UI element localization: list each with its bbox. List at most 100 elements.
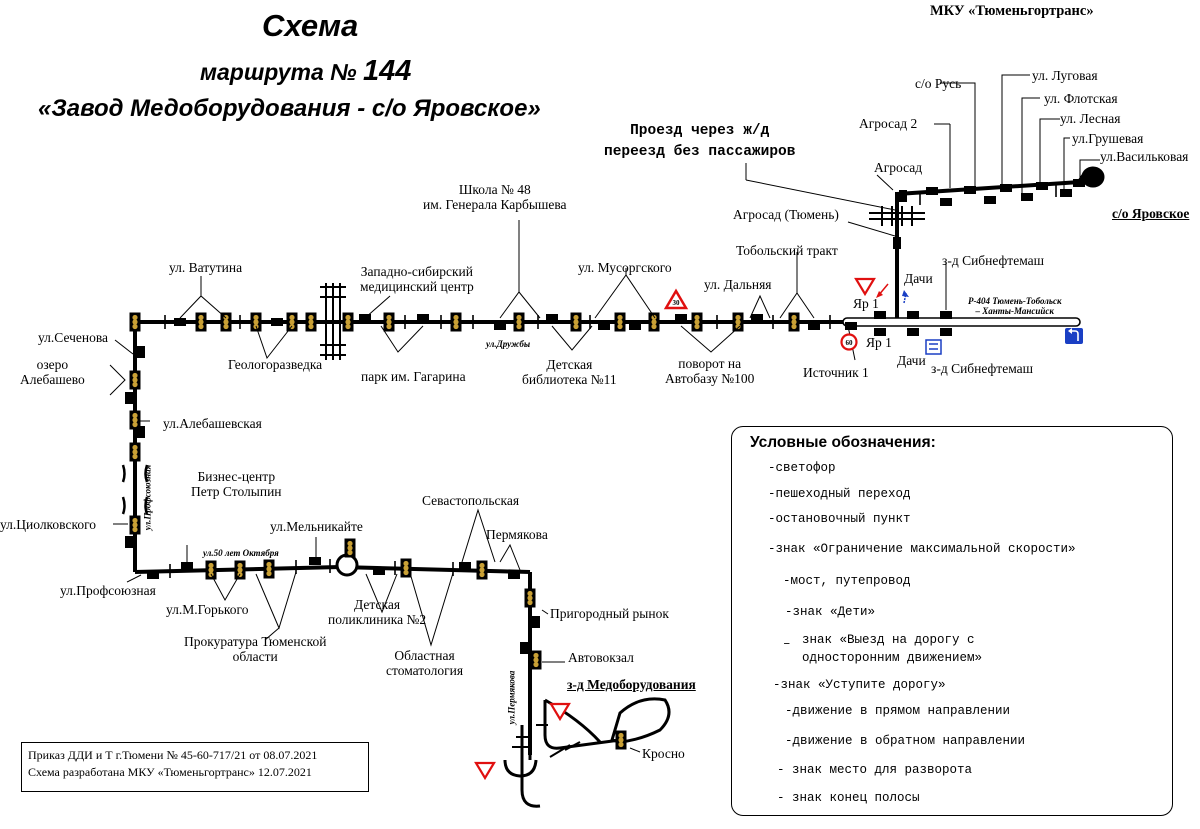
- label-ozero-line2: Алебашево: [20, 372, 85, 387]
- label-prigorodny-rynok: Пригородный рынок: [550, 606, 669, 621]
- legend-children: -знак «Дети»: [785, 605, 876, 619]
- label-profsoyuznaya: ул.Профсоюзная: [60, 583, 156, 598]
- label-agrosad: Агросад: [874, 160, 923, 175]
- label-dalnyaya: ул. Дальняя: [704, 277, 772, 292]
- one-way-exit-sign: [925, 339, 942, 355]
- label-school48-line2: им. Генерала Карбышева: [423, 197, 567, 212]
- title-line3: «Завод Медоборудования - с/о Яровское»: [38, 95, 541, 122]
- order-note: Приказ ДДИ и Т г.Тюмени № 45-60-717/21 о…: [21, 742, 369, 792]
- leader-lines: [109, 74, 1100, 753]
- label-ozero-line1: озеро: [36, 357, 69, 372]
- label-poliklinika: Детская поликлиника №2: [328, 597, 426, 627]
- legend-reverse-direction: -движение в обратном направлении: [785, 734, 1026, 748]
- label-vatutina: ул. Ватутина: [169, 260, 243, 275]
- highway-r404: [842, 317, 1081, 327]
- label-avtobaza-line1: поворот на: [678, 356, 742, 371]
- label-sechenova: ул.Сеченова: [38, 330, 109, 345]
- label-biznes-line1: Бизнес-центр: [197, 469, 276, 484]
- label-school48-line1: Школа № 48: [458, 182, 531, 197]
- label-sevastopolskaya: Севастопольская: [422, 493, 520, 508]
- label-alebashevskaya: ул.Алебашевская: [163, 416, 262, 431]
- yield-sign: [854, 277, 876, 297]
- label-avtovokzal: Автовокзал: [568, 650, 634, 665]
- street-druzhby: ул.Дружбы: [486, 339, 531, 349]
- label-dachi-top: Дачи: [904, 271, 933, 286]
- title-prefix: маршрута №: [200, 59, 363, 85]
- yield-sign-bottom-right: [549, 702, 571, 722]
- railway-note-line1: Проезд через ж/д: [630, 123, 770, 139]
- order-line1: Приказ ДДИ и Т г.Тюмени № 45-60-717/21 о…: [28, 748, 318, 762]
- label-stomatologiya-line2: стоматология: [386, 663, 464, 678]
- label-library-line1: Детская: [546, 357, 593, 372]
- legend-forward-direction: -движение в прямом направлении: [785, 704, 1011, 718]
- label-so-yarovskoe: с/о Яровское: [1112, 206, 1190, 221]
- legend-traffic-light: -светофор: [768, 461, 836, 475]
- yield-sign-bottom-left: [474, 761, 496, 781]
- legend-pedestrian-crossing: -пешеходный переход: [768, 487, 911, 501]
- label-prokuratura-line1: Прокуратура Тюменской: [184, 634, 327, 649]
- order-line2: Схема разработана МКУ «Тюменьгортранс» 1…: [28, 765, 312, 779]
- svg-text:60: 60: [846, 339, 854, 347]
- label-zapsib-line2: медицинский центр: [360, 279, 474, 294]
- label-grushevaya: ул.Грушевая: [1072, 131, 1144, 146]
- label-permyakova: Пермякова: [486, 527, 548, 542]
- label-medoborudovanie: з-д Медоборудования: [567, 677, 696, 692]
- label-gorkogo: ул.М.Горького: [166, 602, 249, 617]
- label-tsiolkovskogo: ул.Циолковского: [0, 517, 97, 532]
- label-musorgskogo: ул. Мусоргского: [578, 260, 672, 275]
- label-avtobaza-line2: Автобазу №100: [665, 371, 755, 386]
- label-agrosad2: Агросад 2: [859, 116, 918, 131]
- label-dachi-bottom: Дачи: [897, 353, 926, 368]
- label-vasilkovaya: ул.Васильковая: [1100, 149, 1189, 164]
- railway-note-line2: переезд без пассажиров: [604, 144, 796, 160]
- label-poliklinika-line1: Детская: [354, 597, 401, 612]
- railway-note: Проезд через ж/д переезд без пассажиров: [604, 121, 795, 163]
- legend-header: Условные обозначения:: [750, 434, 936, 451]
- legend-u-turn: - знак место для разворота: [777, 763, 973, 777]
- route-number: 144: [362, 55, 412, 87]
- label-r404: Р-404 Тюмень-Тобольск – Ханты-Мансийск: [968, 296, 1062, 316]
- label-biznes-center: Бизнес-центр Петр Столыпин: [191, 469, 282, 499]
- label-library-line2: библиотека №11: [522, 372, 617, 387]
- label-sibneftemash-top: з-д Сибнефтемаш: [942, 253, 1045, 268]
- label-istochnik: Источник 1: [803, 365, 869, 380]
- railway-grid: [320, 283, 346, 360]
- label-ozero: озеро Алебашево: [20, 357, 85, 387]
- label-so-rus: с/о Русь: [915, 76, 962, 91]
- speed-limit-sign: 60: [840, 333, 858, 351]
- label-flotskaya: ул. Флотская: [1044, 91, 1118, 106]
- title-line2: маршрута № 144: [200, 55, 411, 88]
- label-r404-line2: – Ханты-Мансийск: [975, 306, 1054, 316]
- label-library: Детская библиотека №11: [522, 357, 617, 387]
- legend-lane-end: - знак конец полосы: [777, 791, 920, 805]
- street-profsoyuznaya-vertical: ул.Профсоюзная: [142, 464, 153, 531]
- label-krosno: Кросно: [642, 746, 685, 761]
- street-50-let-oktyabrya: ул.50 лет Октября: [203, 548, 279, 558]
- label-stomatologiya: Областная стоматология: [386, 648, 463, 678]
- legend-yield: -знак «Уступите дорогу»: [773, 678, 946, 692]
- svg-text:30: 30: [673, 299, 681, 307]
- overpass-symbols: [121, 464, 149, 515]
- label-park-gagarina: парк им. Гагарина: [361, 369, 466, 384]
- title-line1: Схема: [262, 8, 359, 43]
- label-avtobaza: поворот на Автобазу №100: [665, 356, 754, 386]
- legend-stop-point: -остановочный пункт: [768, 512, 911, 526]
- legend-box: Условные обозначения:: [731, 426, 1173, 816]
- label-melnikayte: ул.Мельникайте: [270, 519, 363, 534]
- legend-bridge: -мост, путепровод: [783, 574, 911, 588]
- street-permyakova-vertical: ул.Пермякова: [506, 670, 517, 725]
- legend-one-way-line1: знак «Выезд на дорогу с: [802, 633, 975, 647]
- organization-name: МКУ «Тюменьгортранс»: [930, 3, 1094, 19]
- label-yar1-top: Яр 1: [853, 296, 879, 311]
- legend-speed-limit: -знак «Ограничение максимальной скорости…: [768, 542, 1076, 556]
- label-agrosad-tyumen: Агросад (Тюмень): [733, 207, 839, 222]
- terminal-area: [503, 697, 671, 808]
- label-school48: Школа № 48 им. Генерала Карбышева: [423, 182, 567, 212]
- legend-dash: –: [783, 637, 791, 651]
- label-sibneftemash-bottom: з-д Сибнефтемаш: [931, 361, 1034, 376]
- label-zapsib-line1: Западно-сибирский: [360, 264, 473, 279]
- label-yar1-bottom: Яр 1: [866, 335, 892, 350]
- label-tobolsky-trakt: Тобольский тракт: [736, 243, 838, 258]
- label-prokuratura-line2: области: [232, 649, 278, 664]
